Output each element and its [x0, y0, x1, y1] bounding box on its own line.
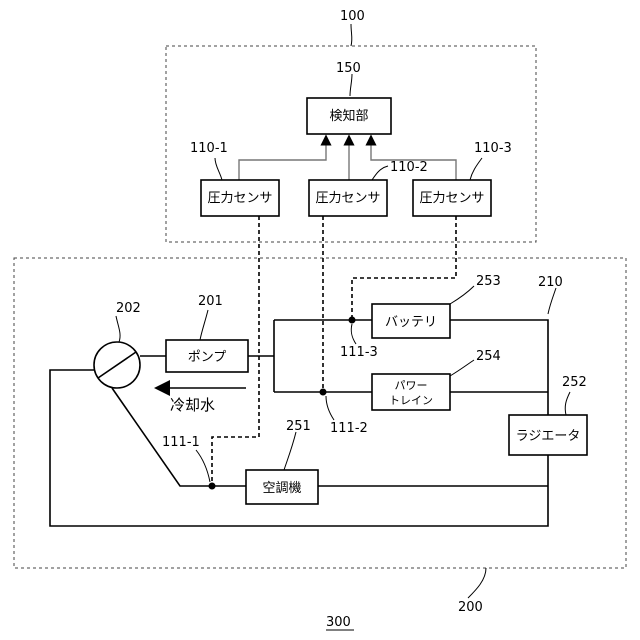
aircon-label: 空調機	[262, 481, 301, 496]
battery-outlet	[450, 320, 548, 415]
measurement-point-3	[349, 317, 356, 324]
point-2-ref: 111-2	[330, 421, 368, 436]
point-3-ref: 111-3	[340, 345, 378, 360]
powertrain-label-2: トレイン	[389, 394, 433, 407]
sensor-3-label: 圧力センサ	[419, 191, 484, 206]
powertrain-ref: 254	[476, 349, 501, 364]
point-1-leader	[196, 450, 210, 482]
measurement-point-2	[320, 389, 327, 396]
system-ref: 100	[340, 9, 365, 24]
path-ref: 210	[538, 275, 563, 290]
battery-ref: 253	[476, 274, 501, 289]
sensor-2-label: 圧力センサ	[315, 191, 380, 206]
aircon-leader	[284, 432, 296, 470]
sensor-2-leader	[372, 166, 388, 180]
pump-ref: 201	[198, 294, 223, 309]
detector-label: 検知部	[329, 108, 368, 124]
sensor-1-label: 圧力センサ	[207, 191, 272, 206]
point-1-ref: 111-1	[162, 435, 200, 450]
sensor-3-ref: 110-3	[474, 141, 512, 156]
flow-label: 冷却水	[170, 396, 215, 414]
sensor-2-ref: 110-2	[390, 160, 428, 175]
system-leader	[351, 24, 352, 46]
pump-leader	[200, 310, 208, 340]
measurement-point-1	[209, 483, 216, 490]
circuit-ref: 200	[458, 600, 483, 615]
detector-ref: 150	[336, 61, 361, 76]
powertrain-label-1: パワー	[395, 379, 428, 392]
sensor-3-leader	[470, 158, 482, 180]
valve-leader	[116, 316, 120, 342]
point-3-leader	[351, 324, 356, 344]
aircon-ref: 251	[286, 419, 311, 434]
battery-leader	[450, 286, 474, 304]
circuit-leader	[468, 568, 486, 598]
point-2-leader	[326, 396, 334, 420]
radiator-label: ラジエータ	[516, 429, 581, 444]
sensor-1-ref: 110-1	[190, 141, 228, 156]
detector-leader	[350, 74, 352, 96]
battery-label: バッテリ	[385, 315, 437, 330]
figure-number: 300	[326, 615, 351, 630]
valve-ref: 202	[116, 301, 141, 316]
powertrain-leader	[450, 360, 474, 376]
signal-line-1	[239, 140, 326, 180]
path-leader	[548, 288, 556, 314]
pump-label: ポンプ	[188, 350, 227, 365]
radiator-leader	[565, 392, 570, 415]
radiator-ref: 252	[562, 375, 587, 390]
cooling-circuit-frame	[14, 258, 626, 568]
sensor-1-leader	[215, 158, 222, 180]
